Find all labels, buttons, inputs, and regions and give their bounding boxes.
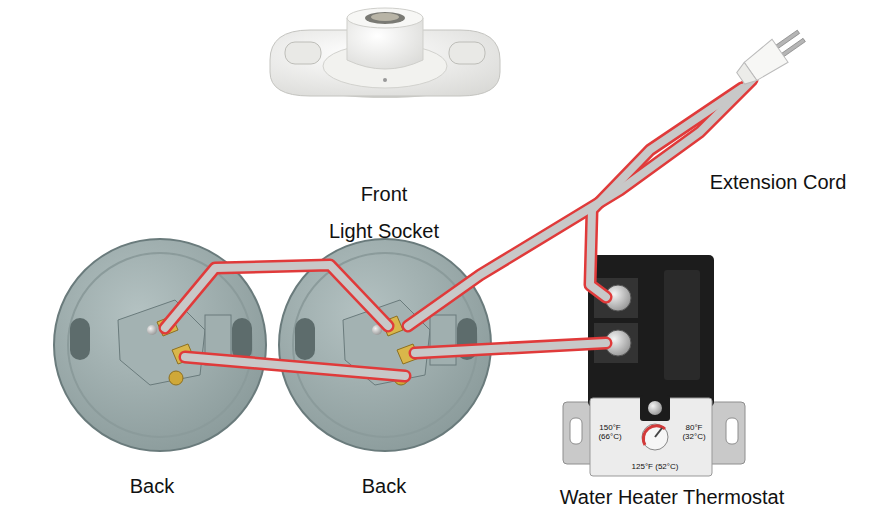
view-label: Front [361,183,408,206]
part-name: Water Heater Thermostat [560,486,785,509]
part-name-box: Water Heater Thermostat [527,486,817,509]
part-name: Light Socket [329,220,439,243]
view-label-box: Front [304,183,464,206]
wires [165,80,752,376]
view-label-box: Back [92,475,212,498]
temperature-mark: 125°F (52°C) [632,462,679,471]
part-name-box: Light Socket [294,220,474,243]
temperature-mark-box: 125°F (52°C) [620,455,690,473]
socket-front [270,8,500,98]
temperature-mark-box: 80°F (32°C) [678,423,710,443]
part-name-box: Extension Cord [693,171,863,194]
temperature-mark: 150°F (66°C) [594,423,626,441]
temperature-mark-box: 150°F (66°C) [594,423,626,443]
plug [733,24,810,89]
part-name: Extension Cord [710,171,847,194]
view-label-box: Back [324,475,444,498]
view-label: Back [362,475,406,498]
temperature-mark: 80°F (32°C) [678,423,710,441]
view-label: Back [130,475,174,498]
